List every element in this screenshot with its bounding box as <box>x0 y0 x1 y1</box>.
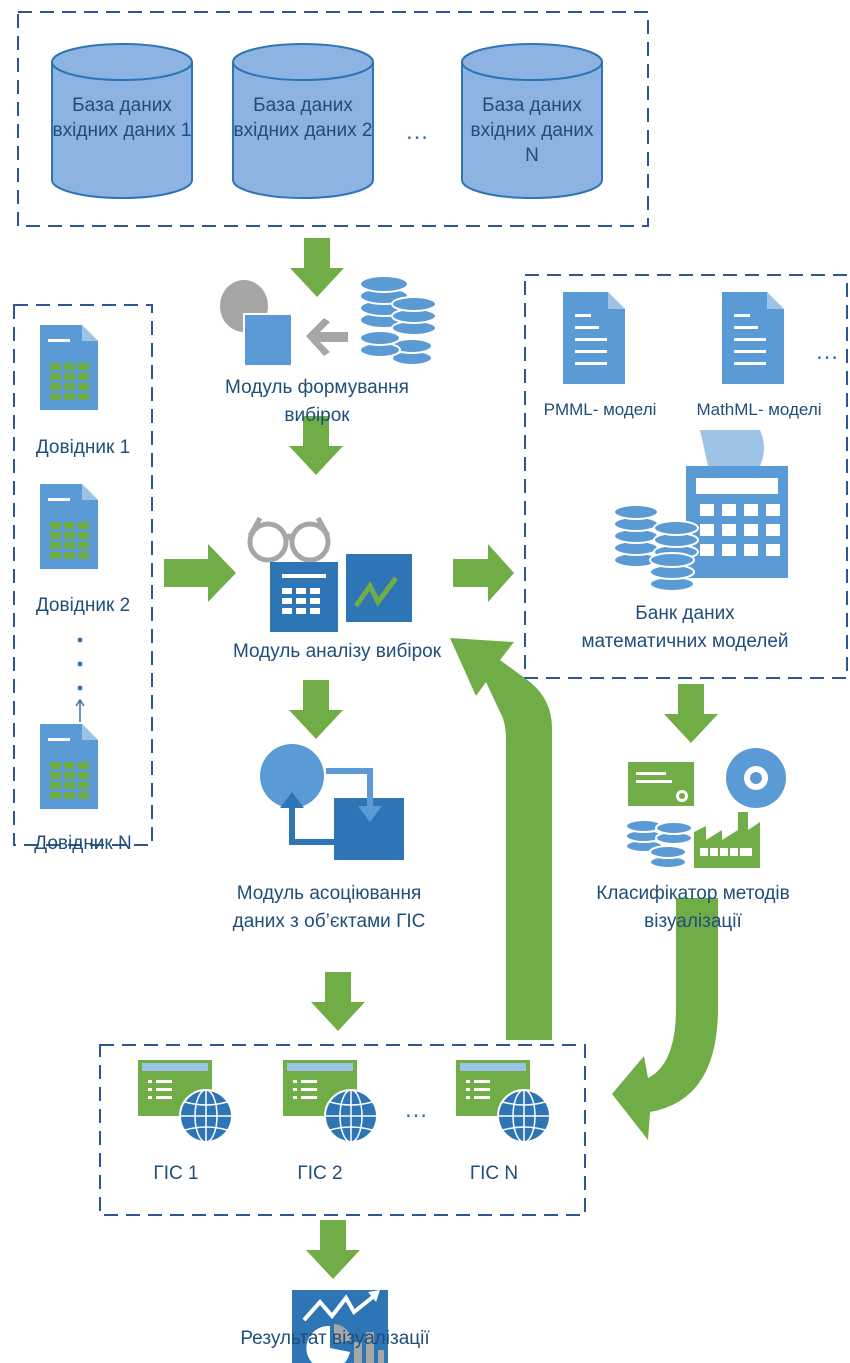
gis-group <box>99 1044 586 1216</box>
reference-2-label: Довідник 2 <box>35 595 131 616</box>
green-arrows <box>164 238 718 1279</box>
sampling-module-label-line1: Модуль формування <box>225 377 409 398</box>
classifier-label-line1: Класифікатор методів <box>596 883 790 904</box>
gis-n-label: ГІС N <box>469 1163 519 1184</box>
sampling-module-label-line2: вибірок <box>284 405 350 426</box>
reference-n-label: Довідник N <box>34 833 132 854</box>
classifier-icon <box>625 748 786 869</box>
gis-icons <box>138 1060 551 1143</box>
pmml-models-label: PMML- моделі <box>543 400 657 419</box>
reference-document-icons <box>40 325 98 809</box>
database-n-label: База даних вхідних даних N <box>470 95 594 166</box>
classifier-label-line2: візуалізації <box>644 911 742 932</box>
sampling-module-icon <box>220 275 437 367</box>
models-group <box>524 274 848 679</box>
gis-2-label: ГІС 2 <box>297 1163 343 1184</box>
gis-1-label: ГІС 1 <box>153 1163 199 1184</box>
database-ellipsis: … <box>405 118 429 145</box>
arrow-analysis-to-models <box>453 544 514 602</box>
model-bank-label-line2: математичних моделей <box>581 631 789 652</box>
arrow-analysis-to-association <box>289 680 343 739</box>
database-1-label: База даних вхідних даних 1 <box>52 95 192 141</box>
arrow-sampling-to-analysis <box>289 416 343 475</box>
references-group <box>13 304 153 846</box>
database-1-cylinder <box>51 43 193 199</box>
arrow-models-to-classifier <box>664 684 718 743</box>
analysis-module-label: Модуль аналізу вибірок <box>232 641 442 662</box>
model-bank-icon <box>613 430 788 592</box>
association-module-label-line1: Модуль асоціювання <box>236 883 422 904</box>
model-document-icons <box>563 292 784 384</box>
models-ellipsis: … <box>815 338 839 365</box>
arrow-association-to-gis <box>311 972 365 1031</box>
result-visualization-icon <box>292 1290 388 1363</box>
arrow-classifier-to-gis <box>612 898 718 1140</box>
result-label: Результат візуалізації <box>240 1328 430 1349</box>
databases-group <box>17 11 649 227</box>
database-n-cylinder <box>461 43 603 199</box>
association-module-icon <box>260 744 404 860</box>
model-bank-label-line1: Банк даних <box>635 603 735 624</box>
reference-1-label: Довідник 1 <box>35 437 131 458</box>
analysis-module-icon <box>247 516 412 632</box>
arrow-databases-to-sampling <box>290 238 344 297</box>
database-2-cylinder <box>232 43 374 199</box>
database-2-label: База даних вхідних даних 2 <box>233 95 373 141</box>
association-module-label-line2: даних з об’єктами ГІС <box>232 911 426 932</box>
arrow-gis-feedback-to-analysis <box>450 638 552 1040</box>
arrow-references-to-analysis <box>164 544 236 602</box>
arrow-gis-to-result <box>306 1220 360 1279</box>
gis-ellipsis: … <box>404 1096 428 1123</box>
mathml-models-label: MathML- моделі <box>696 400 822 419</box>
